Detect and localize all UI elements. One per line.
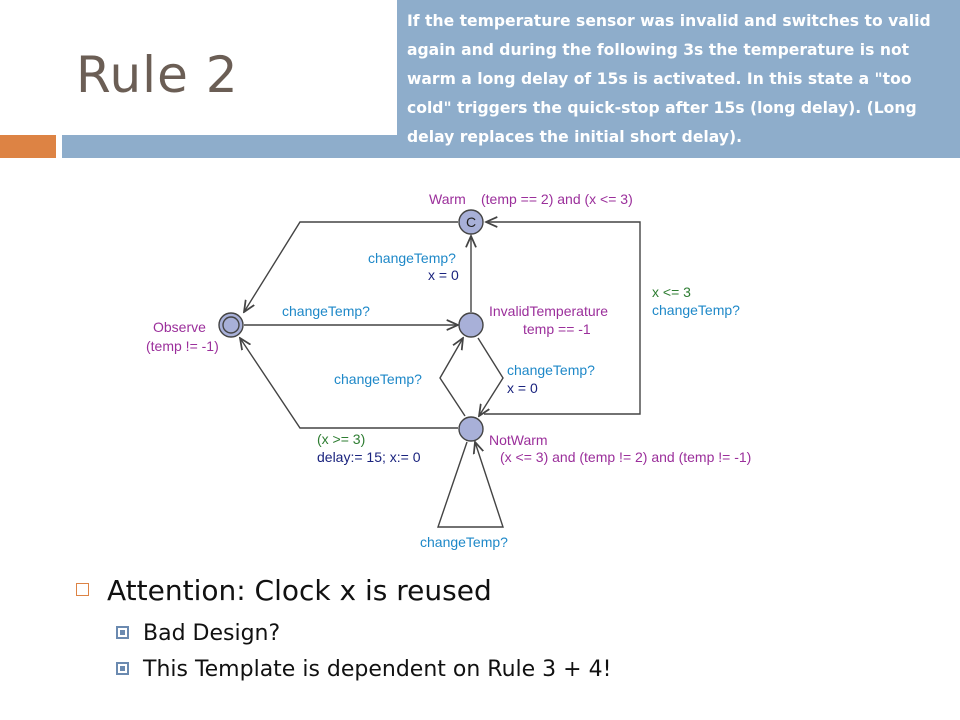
bullet-attention: Attention: Clock x is reused <box>76 574 492 607</box>
label-notwarm-to-warm-guard: x <= 3 <box>652 284 691 300</box>
edge-notwarm-to-warm <box>484 222 641 415</box>
sub-bullet-text: This Template is dependent on Rule 3 + 4… <box>143 657 612 682</box>
edge-invalid-to-notwarm <box>477 337 504 416</box>
invalid-invariant: temp == -1 <box>523 321 591 337</box>
slide-title: Rule 2 <box>76 46 239 104</box>
rule-description-note: If the temperature sensor was invalid an… <box>397 0 960 158</box>
label-invalid-to-warm-sync: changeTemp? <box>368 250 456 266</box>
label-notwarm-to-observe-update: delay:= 15; x:= 0 <box>317 449 421 465</box>
warm-invariant: (temp == 2) and (x <= 3) <box>481 191 633 207</box>
label-notwarm-to-warm-sync: changeTemp? <box>652 302 740 318</box>
label-notwarm-to-observe-guard: (x >= 3) <box>317 431 365 447</box>
bullet-box-icon <box>76 582 89 596</box>
edge-notwarm-self-loop <box>437 442 504 528</box>
node-warm-committed-marker: C <box>466 214 476 230</box>
label-notwarm-self-sync: changeTemp? <box>420 534 508 550</box>
sub-bullet-square-icon <box>116 661 129 675</box>
node-invalid-temperature <box>458 312 484 338</box>
node-warm <box>458 209 484 235</box>
warm-name: Warm <box>429 191 466 207</box>
observe-invariant: (temp != -1) <box>146 338 219 354</box>
sub-bullet-bad-design: Bad Design? <box>116 621 280 646</box>
label-invalid-to-notwarm-update: x = 0 <box>507 380 538 396</box>
edge-notwarm-to-invalid <box>439 338 466 417</box>
bullet-attention-text: Attention: Clock x is reused <box>107 574 492 607</box>
sub-bullet-square-icon <box>116 625 129 639</box>
invalid-name: InvalidTemperature <box>489 303 608 319</box>
node-observe-initial-ring <box>222 316 240 334</box>
label-invalid-to-notwarm-sync: changeTemp? <box>507 362 595 378</box>
edge-notwarm-to-observe <box>240 338 458 429</box>
sub-bullet-dependency: This Template is dependent on Rule 3 + 4… <box>116 657 611 682</box>
observe-name: Observe <box>153 319 206 335</box>
notwarm-invariant: (x <= 3) and (temp != 2) and (temp != -1… <box>500 449 751 465</box>
notwarm-name: NotWarm <box>489 432 548 448</box>
edge-warm-to-observe <box>244 221 458 312</box>
label-observe-to-invalid-sync: changeTemp? <box>282 303 370 319</box>
label-invalid-to-warm-update: x = 0 <box>428 267 459 283</box>
title-accent-bar-orange <box>0 135 56 158</box>
sub-bullet-text: Bad Design? <box>143 621 281 646</box>
node-not-warm <box>458 416 484 442</box>
label-notwarm-to-invalid-sync: changeTemp? <box>334 371 422 387</box>
